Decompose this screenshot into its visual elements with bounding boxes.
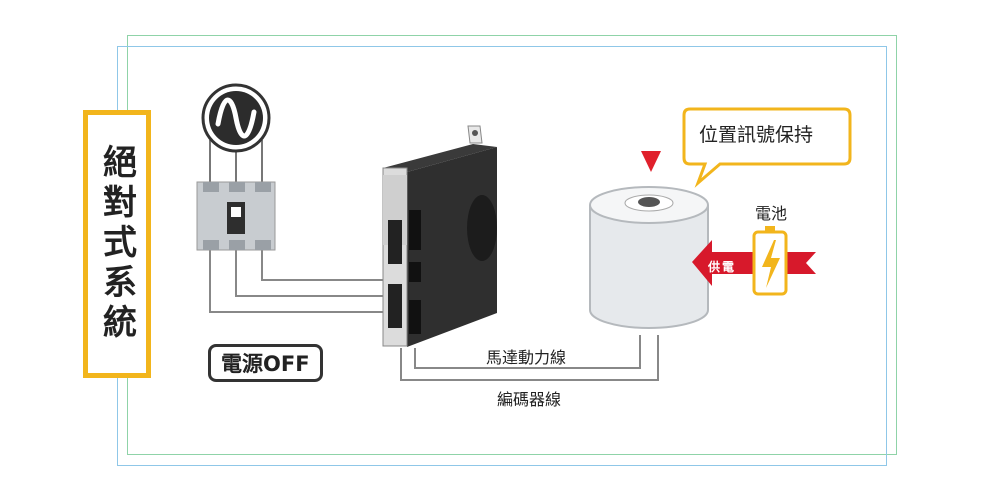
ac-source-icon xyxy=(201,83,271,153)
motor-cables xyxy=(400,335,659,381)
battery-icon xyxy=(752,226,788,296)
breaker-switch-icon xyxy=(196,181,276,251)
power-wires xyxy=(209,250,384,313)
ac-wires xyxy=(209,140,263,182)
bubble-label: 位置訊號保持 xyxy=(699,124,814,146)
down-triangle-icon xyxy=(641,151,661,172)
speech-bubble xyxy=(682,107,852,188)
supply-label: 供電 xyxy=(708,260,737,274)
diagram-title: 絕對式系統 xyxy=(96,144,137,344)
servo-driver-icon xyxy=(382,125,497,347)
encoder-cable-label: 編碼器線 xyxy=(497,390,562,409)
power-status-label: 電源OFF xyxy=(221,352,310,376)
supply-arrow xyxy=(692,240,816,286)
motor-cable-label: 馬達動力線 xyxy=(486,348,567,367)
servo-motor-icon xyxy=(589,186,709,329)
power-off-badge: 電源OFF xyxy=(208,344,323,382)
title-box: 絕對式系統 xyxy=(83,110,151,378)
battery-label: 電池 xyxy=(755,204,788,223)
